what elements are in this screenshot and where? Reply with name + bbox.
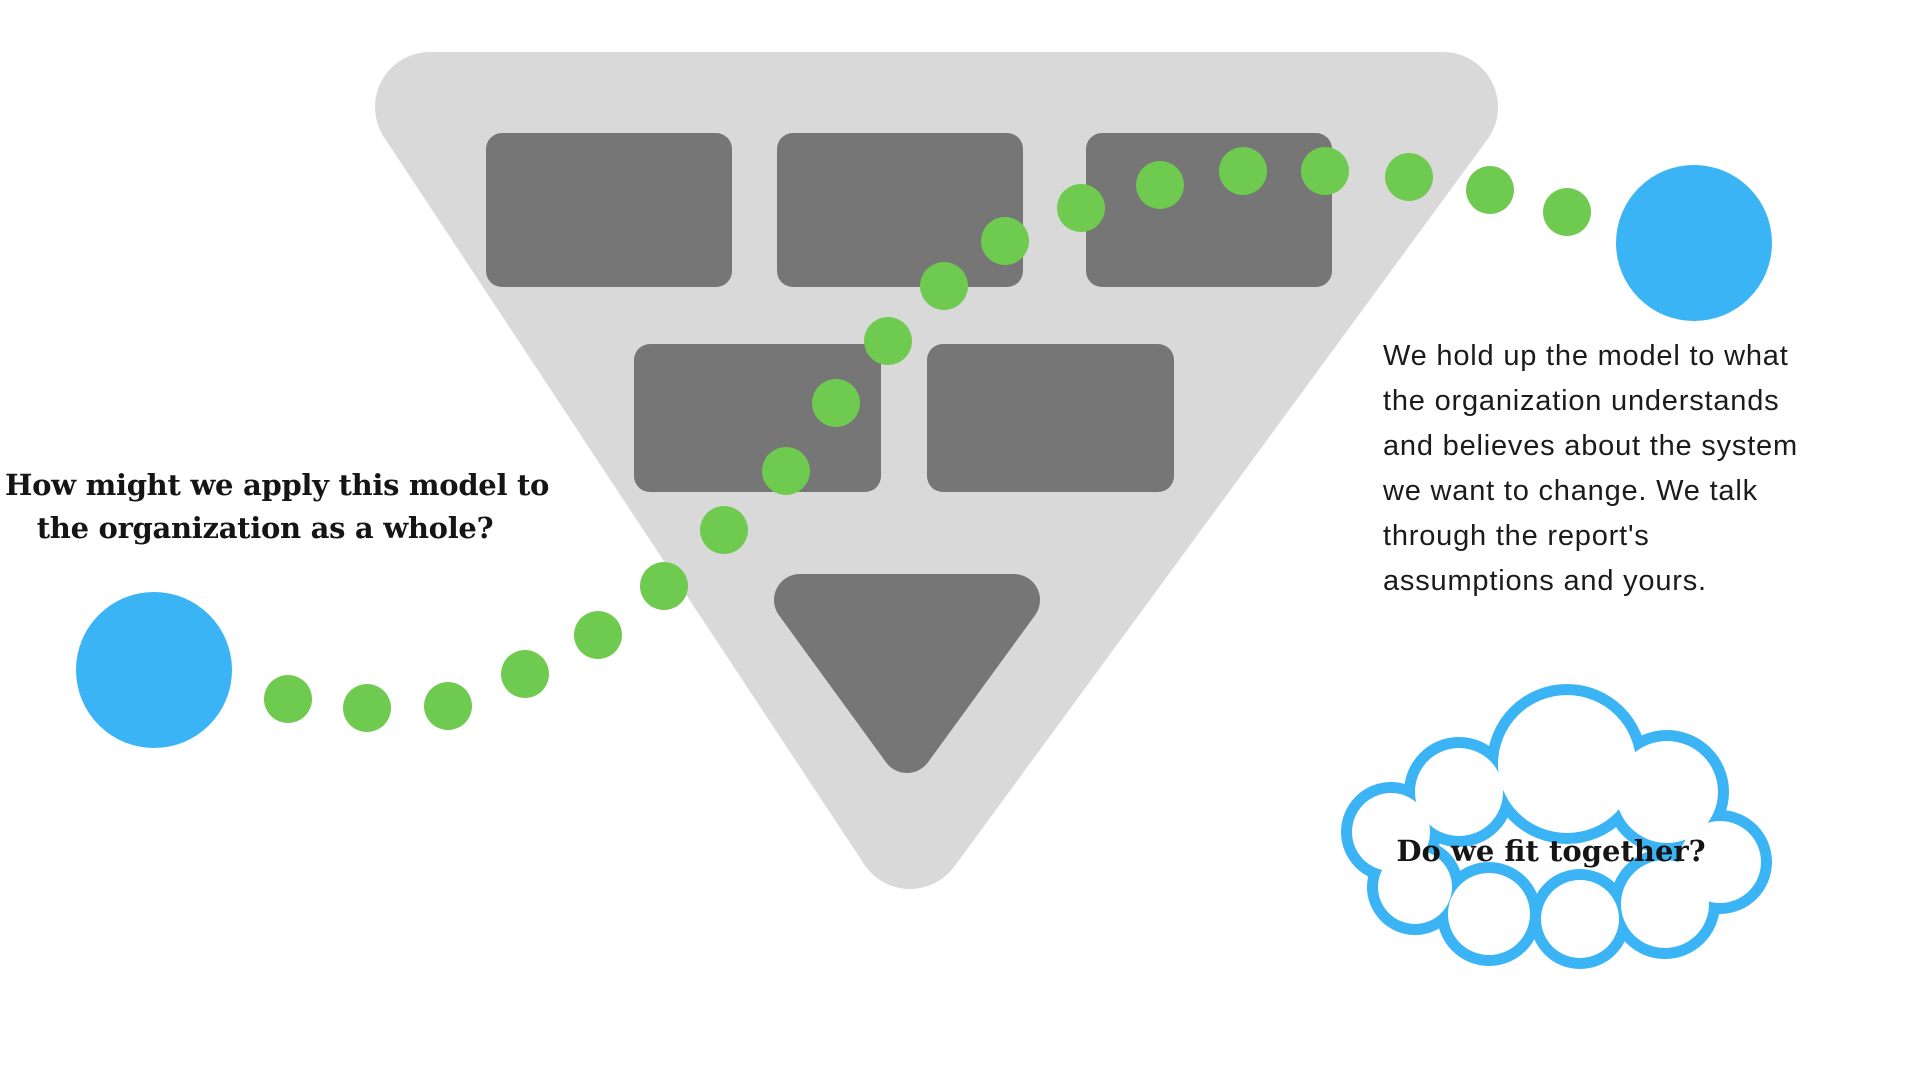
green-path-dot [1136, 161, 1184, 209]
green-path-dot [501, 650, 549, 698]
green-path-dot [920, 262, 968, 310]
funnel-block [1086, 133, 1332, 287]
green-path-dot [1219, 147, 1267, 195]
green-path-dot [700, 506, 748, 554]
green-path-dot [864, 317, 912, 365]
cloud-label: Do we fit together? [1396, 834, 1706, 868]
funnel-blocks [486, 133, 1332, 492]
cloud-lobe-fill [1352, 793, 1430, 871]
thought-cloud [1341, 684, 1772, 969]
funnel-block [777, 133, 1023, 287]
green-path-dot [1385, 153, 1433, 201]
left-question-line: How might we apply this model to [5, 468, 550, 502]
funnel-block [927, 344, 1174, 492]
cloud-lobe-fill [1498, 695, 1636, 833]
green-path-dot [1543, 188, 1591, 236]
green-path-dot [762, 447, 810, 495]
green-dotted-path [264, 147, 1591, 732]
right-description-line: the organization understands [1383, 385, 1780, 417]
green-path-dot [1057, 184, 1105, 232]
green-path-dot [424, 682, 472, 730]
left-question: How might we apply this model to the org… [5, 464, 550, 550]
right-description-line: We hold up the model to what [1383, 340, 1789, 372]
left-question-line: the organization as a whole? [36, 511, 494, 545]
cloud-lobe-fill [1415, 748, 1503, 836]
start-node-circle [76, 592, 232, 748]
right-description: We hold up the model to what the organiz… [1383, 334, 1893, 604]
cloud-lobe-fill [1621, 860, 1709, 948]
green-path-dot [343, 684, 391, 732]
green-path-dot [1301, 147, 1349, 195]
funnel-block [486, 133, 732, 287]
cloud-lobe-fill [1616, 741, 1718, 843]
right-description-line: assumptions and yours. [1383, 565, 1707, 597]
right-description-line: through the report's [1383, 520, 1650, 552]
right-description-line: we want to change. We talk [1383, 475, 1758, 507]
green-path-dot [574, 611, 622, 659]
green-path-dot [981, 217, 1029, 265]
green-path-dot [264, 675, 312, 723]
cloud-lobe-fill [1541, 880, 1619, 958]
green-path-dot [812, 379, 860, 427]
end-node-circle [1616, 165, 1772, 321]
green-path-dot [1466, 166, 1514, 214]
funnel-output-triangle [774, 574, 1040, 773]
green-path-dot [640, 562, 688, 610]
funnel-block [634, 344, 881, 492]
cloud-lobe-fill [1448, 873, 1530, 955]
right-description-line: and believes about the system [1383, 430, 1798, 462]
